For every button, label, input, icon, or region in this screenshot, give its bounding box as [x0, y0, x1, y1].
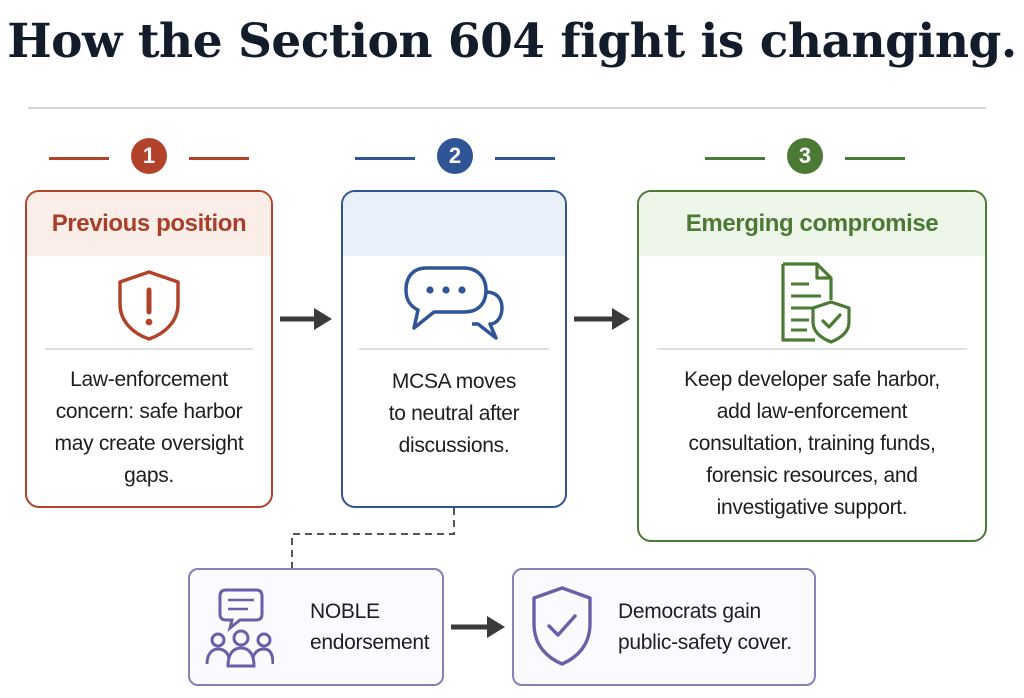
step-line-right — [495, 157, 555, 160]
body-line: forensic resources, and — [706, 464, 918, 487]
outcome-line: Democrats gain — [618, 600, 761, 623]
outcome-text: NOBLE endorsement — [310, 596, 430, 658]
outcome-line: endorsement — [310, 631, 430, 654]
outcome-noble-endorsement: NOBLE endorsement — [188, 568, 444, 686]
card-heading: Previous position — [27, 192, 271, 256]
card-separator — [359, 348, 549, 350]
title-divider — [28, 107, 986, 109]
body-line: investigative support. — [716, 496, 908, 519]
card-body: Law-enforcement concern: safe harbor may… — [37, 364, 261, 492]
body-line: to neutral after — [388, 402, 520, 425]
shield-check-icon — [530, 584, 594, 675]
shield-alert-icon — [114, 268, 184, 347]
step-line-left — [49, 157, 109, 160]
card-previous-position: Previous position Law-enforcement concer… — [25, 190, 273, 508]
card-body: MCSA moves to neutral after discussions. — [353, 366, 555, 462]
step-badge-3: 3 — [705, 138, 905, 178]
document-shield-icon — [769, 260, 855, 351]
step-badge-2: 2 — [355, 138, 555, 178]
outcome-democrats-cover: Democrats gain public-safety cover. — [512, 568, 816, 686]
card-body: Keep developer safe harbor, add law-enfo… — [649, 364, 975, 524]
page-title: How the Section 604 fight is changing. — [7, 14, 1017, 69]
dashed-connector — [291, 508, 455, 568]
chat-bubbles-icon — [402, 264, 506, 349]
step-badge-1: 1 — [49, 138, 249, 178]
body-line: discussions. — [398, 434, 510, 457]
step-line-left — [705, 157, 765, 160]
step-number: 2 — [437, 138, 473, 174]
body-line: may create oversight — [54, 432, 244, 455]
body-line: gaps. — [124, 464, 174, 487]
arrow-right-icon — [449, 614, 507, 645]
body-line: MCSA moves — [391, 370, 517, 393]
body-line: Law-enforcement — [70, 368, 228, 391]
outcome-line: NOBLE — [310, 600, 380, 623]
card-emerging-compromise: Emerging compromise Keep developer safe … — [637, 190, 987, 542]
card-heading — [343, 192, 565, 256]
step-line-left — [355, 157, 415, 160]
step-number: 1 — [131, 138, 167, 174]
step-number: 3 — [787, 138, 823, 174]
outcome-line: public-safety cover. — [618, 631, 792, 654]
arrow-right-icon — [572, 306, 632, 337]
card-heading: Emerging compromise — [639, 192, 985, 256]
body-line: consultation, training funds, — [688, 432, 936, 455]
card-mcsa-neutral: MCSA moves to neutral after discussions. — [341, 190, 567, 508]
card-separator — [657, 348, 967, 350]
body-line: add law-enforcement — [716, 400, 908, 423]
body-line: concern: safe harbor — [55, 400, 243, 423]
outcome-text: Democrats gain public-safety cover. — [618, 596, 792, 658]
body-line: Keep developer safe harbor, — [684, 368, 940, 391]
card-separator — [45, 348, 253, 350]
step-line-right — [845, 157, 905, 160]
arrow-right-icon — [278, 306, 334, 337]
step-line-right — [189, 157, 249, 160]
group-discussion-icon — [204, 586, 275, 675]
